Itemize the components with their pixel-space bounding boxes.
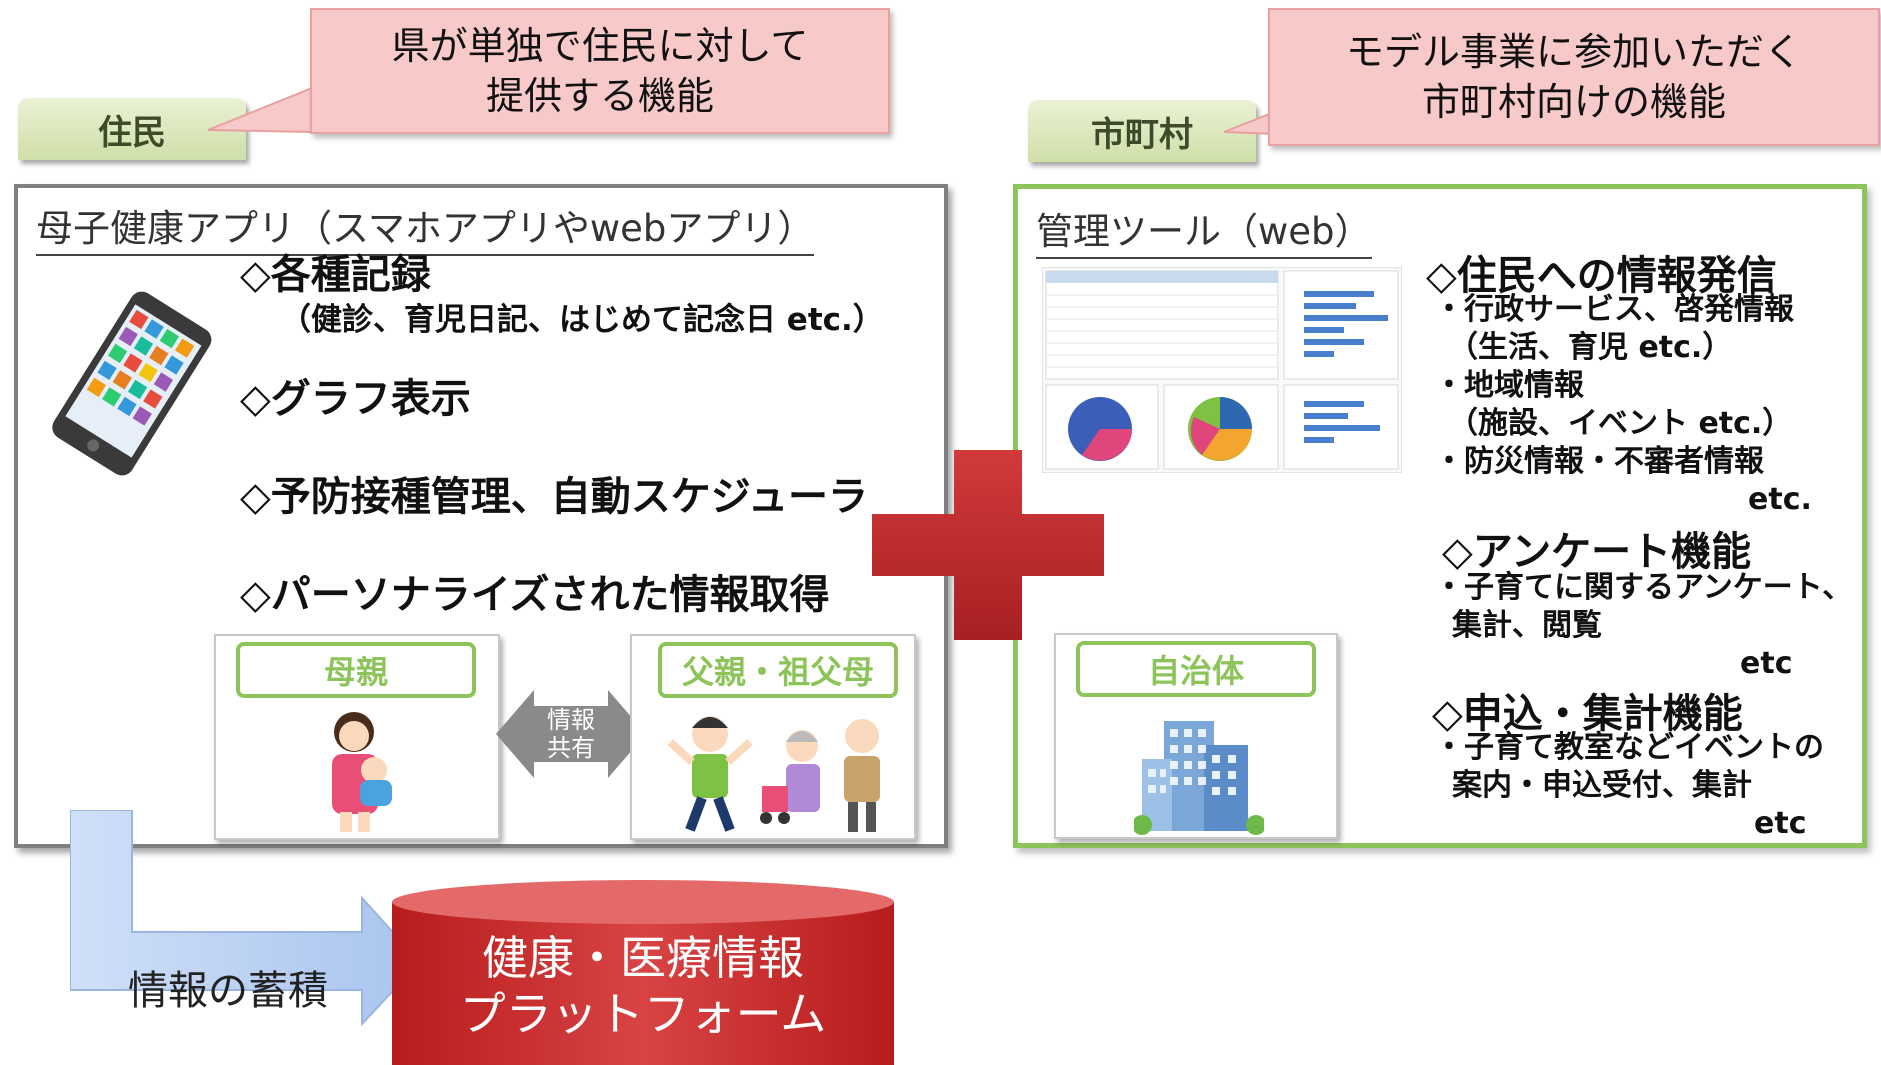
dashboard-screenshot [1042,267,1402,473]
municipality-label-text: 自治体 [1147,652,1244,690]
platform-line2: プラットフォーム [459,987,827,1041]
mother-baby-icon [332,712,392,832]
building-icon [1134,721,1264,835]
callout-residents-line1: 県が単独で住民に対して [391,24,809,68]
tab-municipality: 市町村 [1028,100,1256,162]
section-apply-line1: ・子育て教室などイベントの [1434,730,1824,765]
section-info-line2: （生活、育児 etc.） [1448,330,1733,365]
feature-records-detail: （健診、育児日記、はじめて記念日 etc.） [280,302,884,338]
mother-label-text: 母親 [323,653,388,691]
section-apply-heading: ◇申込・集計機能 [1432,691,1743,737]
callout-residents-line2: 提供する機能 [485,74,714,118]
accumulation-arrow [70,810,420,1027]
feature-personalized: ◇パーソナライズされた情報取得 [240,572,830,618]
platform-cylinder [392,880,894,1065]
section-survey-line1: ・子育てに関するアンケート、 [1434,570,1853,605]
section-survey-heading: ◇アンケート機能 [1442,529,1752,575]
info-share-label: 情報 共有 [538,706,604,762]
callout-municipality-line1: モデル事業に参加いただく [1345,30,1802,74]
platform-label: 健康・医療情報 プラットフォーム [410,930,876,1042]
section-info-line5: ・防災情報・不審者情報 [1434,444,1764,479]
tab-residents-label: 住民 [98,112,166,153]
family-label-text: 父親・祖父母 [681,653,874,691]
section-survey-line2: 集計、閲覧 [1452,608,1602,643]
tab-municipality-label: 市町村 [1091,114,1193,155]
smartphone-icon [52,291,212,476]
feature-graph: ◇グラフ表示 [240,376,471,422]
app-panel-title: 母子健康アプリ（スマホアプリやwebアプリ） [36,198,815,256]
platform-line1: 健康・医療情報 [482,931,804,985]
admin-panel: 管理ツール（web） ◇住民への情報発信 ・行政サービ [1013,184,1867,848]
accumulation-label: 情報の蓄積 [128,968,328,1014]
family-label: 父親・祖父母 [658,642,898,698]
callout-municipality-line2: 市町村向けの機能 [1421,80,1726,124]
feature-records: ◇各種記録 [240,252,431,298]
admin-panel-title: 管理ツール（web） [1036,201,1372,259]
callout-municipality: モデル事業に参加いただく 市町村向けの機能 [1268,8,1880,146]
info-share-line1: 情報 [547,706,595,734]
mother-card: 母親 [214,634,500,840]
section-info-line1: ・行政サービス、啓発情報 [1434,292,1794,327]
section-survey-etc: etc [1740,646,1793,681]
plus-icon [872,450,1104,640]
section-apply-etc: etc [1754,806,1807,841]
callout-tail-left [207,86,313,134]
family-icon [667,716,880,832]
section-info-line3: ・地域情報 [1434,368,1584,403]
municipality-label: 自治体 [1076,641,1316,697]
municipality-card: 自治体 [1054,633,1338,839]
section-info-etc: etc. [1748,482,1812,517]
info-share-line2: 共有 [547,734,595,762]
mother-label: 母親 [236,642,476,698]
info-share-arrow [496,690,646,778]
feature-vaccination: ◇予防接種管理、自動スケジューラ [240,474,868,520]
section-apply-line2: 案内・申込受付、集計 [1452,768,1752,803]
callout-residents: 県が単独で住民に対して 提供する機能 [310,8,890,134]
section-info-line4: （施設、イベント etc.） [1448,406,1793,441]
family-card: 父親・祖父母 [630,634,916,840]
app-panel: 母子健康アプリ（スマホアプリやwebアプリ） [14,184,948,848]
section-info-heading: ◇住民への情報発信 [1426,253,1777,299]
